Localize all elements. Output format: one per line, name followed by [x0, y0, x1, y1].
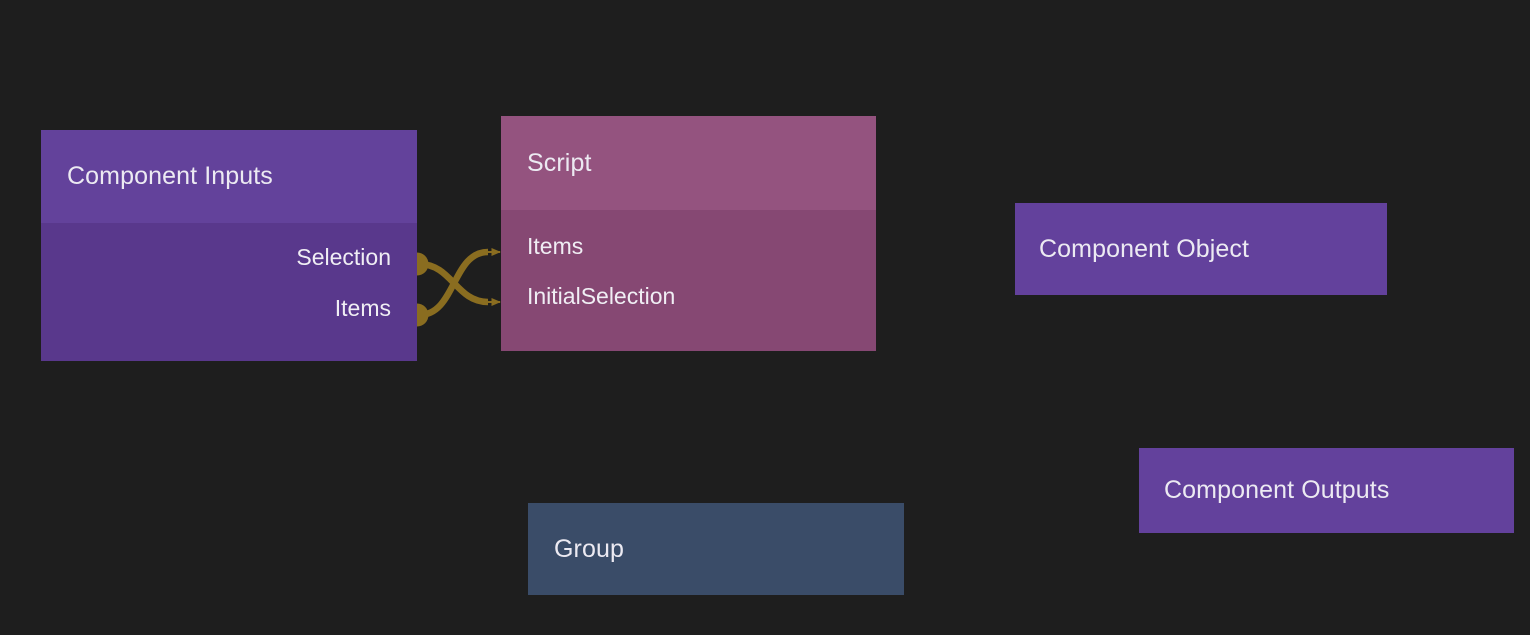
- output-port-label-items: Items: [334, 294, 391, 321]
- input-port-items[interactable]: Items: [527, 231, 583, 261]
- wire-selection-to-initialselection: [418, 260, 489, 306]
- node-body-script: Items InitialSelection: [501, 210, 876, 351]
- input-port-label-initialselection: InitialSelection: [527, 282, 676, 309]
- wire-items-to-items: [418, 248, 489, 319]
- node-title-group: Group: [554, 534, 624, 563]
- node-header-component-outputs[interactable]: Component Outputs: [1139, 448, 1514, 533]
- node-body-component-inputs: Selection Items: [41, 223, 417, 361]
- node-group[interactable]: Group: [528, 503, 904, 595]
- output-port-items[interactable]: Items: [335, 293, 391, 323]
- input-port-initialselection[interactable]: InitialSelection: [527, 281, 675, 311]
- node-component-outputs[interactable]: Component Outputs: [1139, 448, 1514, 533]
- output-port-label-selection: Selection: [296, 243, 391, 270]
- node-title-script: Script: [527, 148, 592, 177]
- node-title-component-inputs: Component Inputs: [67, 162, 273, 190]
- node-header-component-object[interactable]: Component Object: [1015, 203, 1387, 295]
- node-title-component-outputs: Component Outputs: [1164, 476, 1390, 504]
- node-component-inputs[interactable]: Component Inputs Selection Items: [41, 130, 417, 361]
- output-port-selection[interactable]: Selection: [296, 242, 391, 272]
- node-component-object[interactable]: Component Object: [1015, 203, 1387, 295]
- node-title-component-object: Component Object: [1039, 234, 1250, 263]
- node-header-script[interactable]: Script: [501, 116, 876, 210]
- node-header-component-inputs[interactable]: Component Inputs: [41, 130, 417, 223]
- node-script[interactable]: Script Items InitialSelection: [501, 116, 876, 351]
- node-header-group[interactable]: Group: [528, 503, 904, 595]
- input-port-label-items: Items: [527, 232, 584, 259]
